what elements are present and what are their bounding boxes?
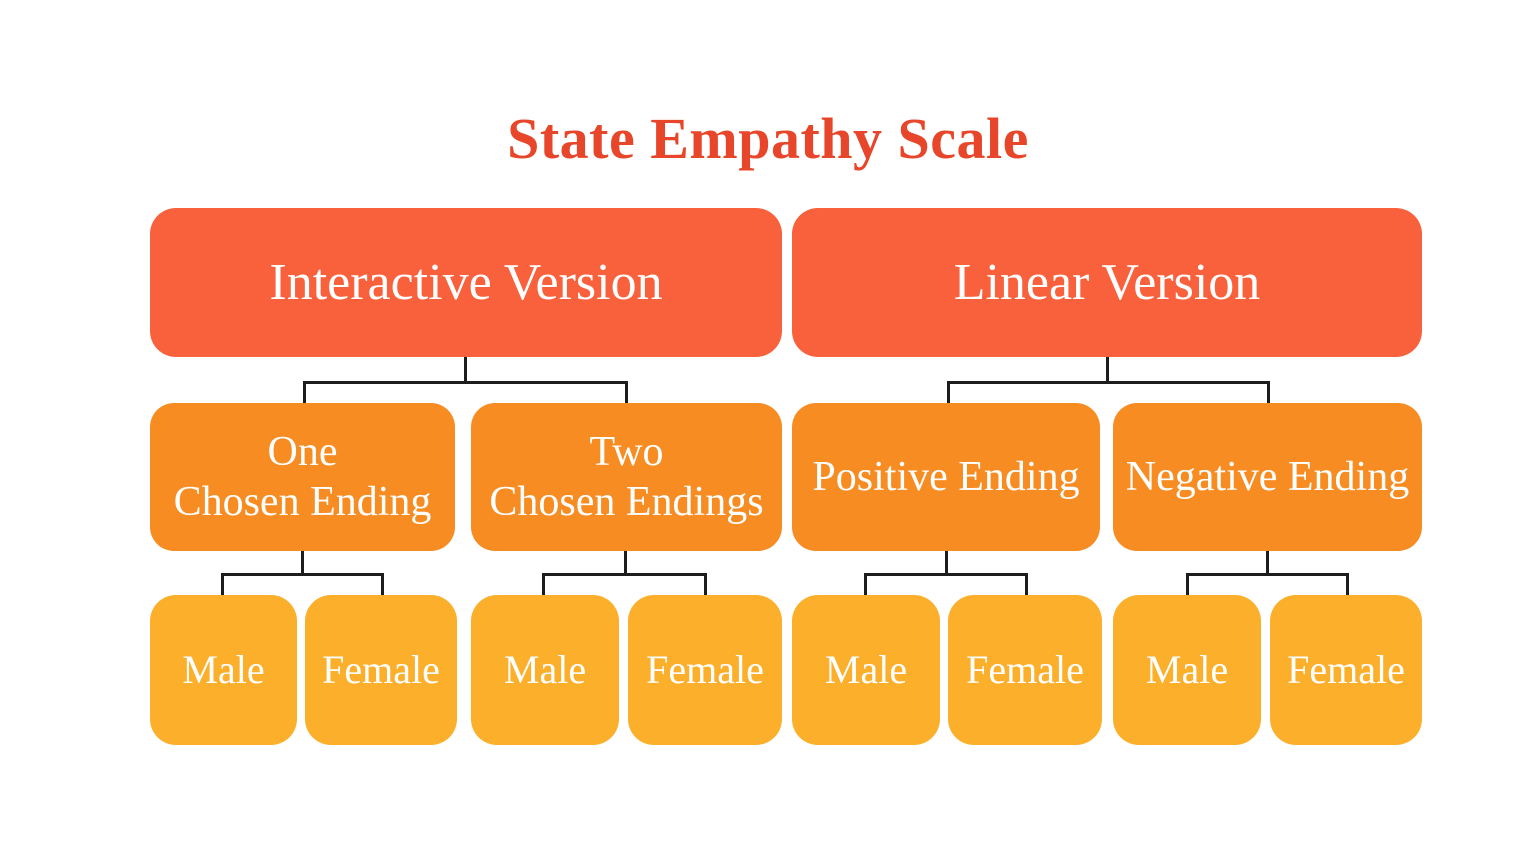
node-positive-ending-female[interactable]: Female <box>948 595 1102 745</box>
node-one-chosen-ending[interactable]: One Chosen Ending <box>150 403 455 551</box>
node-label: Female <box>966 647 1084 692</box>
node-positive-ending-male[interactable]: Male <box>792 595 940 745</box>
node-two-chosen-endings[interactable]: Two Chosen Endings <box>471 403 782 551</box>
node-label: Linear Version <box>953 253 1261 311</box>
connector-b3-male-drop <box>864 573 867 597</box>
node-label: Male <box>1145 647 1229 692</box>
connector-b2-female-drop <box>704 573 707 597</box>
node-one-chosen-ending-female[interactable]: Female <box>305 595 457 745</box>
node-positive-ending[interactable]: Positive Ending <box>792 403 1100 551</box>
node-negative-ending-female[interactable]: Female <box>1270 595 1422 745</box>
connector-positive-ending-drop <box>947 381 950 405</box>
connector-b4-female-drop <box>1346 573 1349 597</box>
node-label: Male <box>503 647 587 692</box>
node-two-chosen-endings-female[interactable]: Female <box>628 595 782 745</box>
node-label: Female <box>646 647 764 692</box>
connector-linear-bar <box>947 381 1270 384</box>
node-label: One Chosen Ending <box>173 429 432 525</box>
connector-b1-male-drop <box>221 573 224 597</box>
connector-one-chosen-ending-bar <box>221 573 384 576</box>
connector-one-chosen-ending-drop <box>303 381 306 405</box>
connector-interactive-bar <box>303 381 628 384</box>
connector-b3-female-drop <box>1025 573 1028 597</box>
node-label: Female <box>1287 647 1405 692</box>
node-negative-ending-male[interactable]: Male <box>1113 595 1261 745</box>
node-two-chosen-endings-male[interactable]: Male <box>471 595 619 745</box>
connector-positive-ending-bar <box>864 573 1028 576</box>
connector-b2-male-drop <box>542 573 545 597</box>
node-label: Male <box>824 647 908 692</box>
node-label: Male <box>182 647 265 692</box>
node-one-chosen-ending-male[interactable]: Male <box>150 595 297 745</box>
node-interactive-version[interactable]: Interactive Version <box>150 208 782 357</box>
node-label: Interactive Version <box>269 253 663 311</box>
connector-two-chosen-endings-bar <box>542 573 707 576</box>
connector-negative-ending-stem <box>1266 551 1269 575</box>
connector-interactive-stem <box>464 357 467 383</box>
connector-linear-stem <box>1106 357 1109 383</box>
connector-negative-ending-drop <box>1267 381 1270 405</box>
node-label: Two Chosen Endings <box>489 429 764 525</box>
node-label: Negative Ending <box>1125 454 1410 500</box>
node-linear-version[interactable]: Linear Version <box>792 208 1422 357</box>
connector-two-chosen-endings-stem <box>624 551 627 575</box>
connector-two-chosen-endings-drop <box>625 381 628 405</box>
connector-one-chosen-ending-stem <box>301 551 304 575</box>
connector-negative-ending-bar <box>1186 573 1349 576</box>
page-title: State Empathy Scale <box>507 106 1029 171</box>
node-label: Female <box>322 647 440 692</box>
connector-b4-male-drop <box>1186 573 1189 597</box>
connector-b1-female-drop <box>381 573 384 597</box>
connector-positive-ending-stem <box>945 551 948 575</box>
node-negative-ending[interactable]: Negative Ending <box>1113 403 1422 551</box>
node-label: Positive Ending <box>812 454 1080 500</box>
